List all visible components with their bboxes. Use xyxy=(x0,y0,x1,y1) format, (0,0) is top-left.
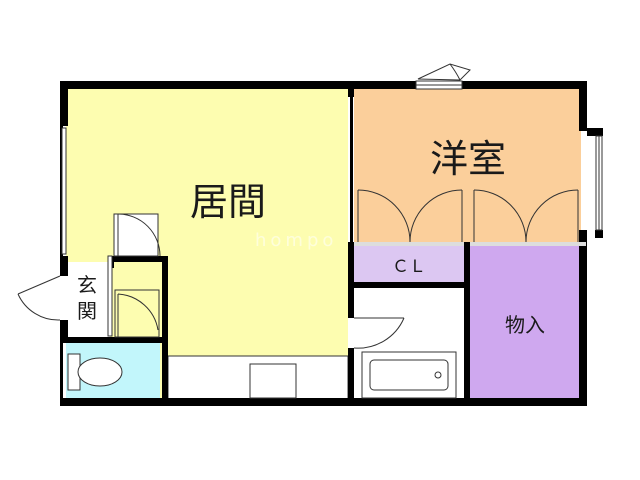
entrance-label-line1: 玄 xyxy=(77,273,97,297)
closet-label: ＣＬ xyxy=(392,257,426,277)
entrance-label-line2: 関 xyxy=(77,299,97,323)
entrance-step xyxy=(107,255,113,337)
storage-floor xyxy=(470,246,581,403)
hall-closet xyxy=(113,213,159,257)
interior-walls xyxy=(60,89,586,406)
kitchen-sink xyxy=(249,363,297,399)
doors xyxy=(17,189,579,349)
living-room-label: 居間 xyxy=(190,180,266,224)
windows xyxy=(61,80,603,255)
entrance-floor xyxy=(66,262,110,337)
top-window-sash xyxy=(417,63,471,81)
closet-floor xyxy=(354,246,464,282)
watermark: hompo xyxy=(255,230,337,251)
hall-floor xyxy=(114,262,162,337)
western-room-label: 洋室 xyxy=(430,137,506,181)
toilet-fixture xyxy=(67,353,123,391)
storage-label: 物入 xyxy=(505,313,545,337)
western-room-floor xyxy=(354,87,581,242)
bathtub xyxy=(361,351,457,399)
